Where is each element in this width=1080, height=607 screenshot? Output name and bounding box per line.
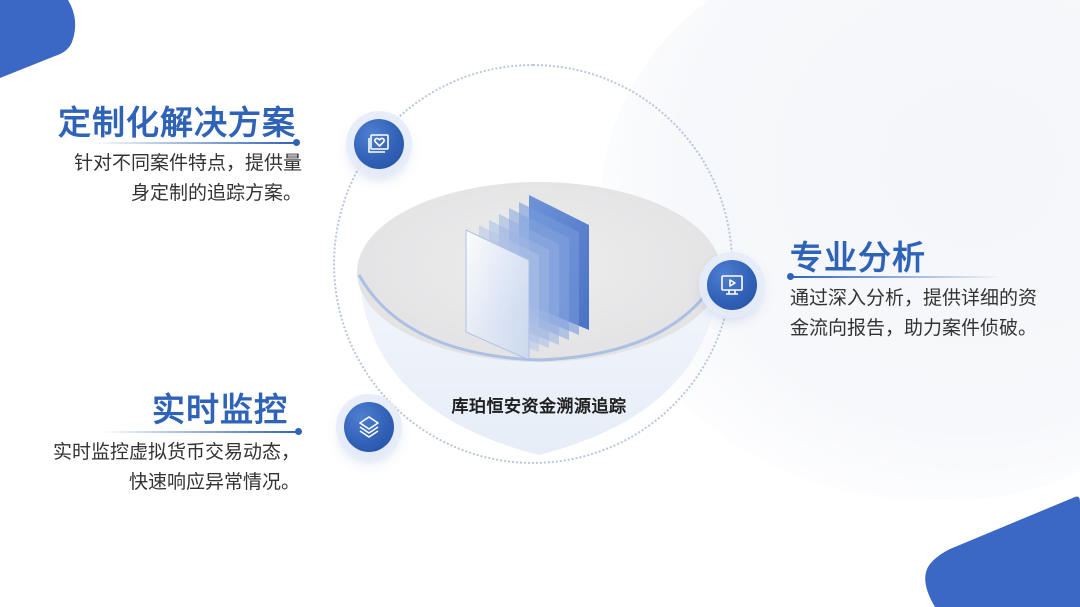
- monitoring-badge: [344, 402, 394, 452]
- feature-divider: [90, 142, 296, 144]
- description-line: 金流向报告，助力案件侦破。: [790, 317, 1038, 339]
- description-line: 快速响应异常情况。: [128, 471, 300, 493]
- feature-divider-dot: [293, 139, 300, 146]
- center-platform-illustration: [357, 182, 721, 455]
- feature-divider-dot: [787, 273, 794, 280]
- analysis-badge: [707, 260, 757, 310]
- feature-title-professional-analysis: 专业分析: [790, 238, 926, 277]
- monitor-play-icon: [721, 275, 743, 295]
- feature-title-customized-solution: 定制化解决方案: [58, 103, 296, 142]
- corner-shape-bottom-right: [925, 496, 1080, 607]
- feature-divider: [100, 431, 298, 433]
- heart-image-icon: [368, 134, 389, 153]
- feature-divider-dot: [295, 428, 302, 435]
- feature-title-realtime-monitoring: 实时监控: [152, 390, 288, 429]
- layers-icon: [359, 416, 379, 438]
- feature-description-customized-solution: 针对不同案件特点，提供量 身定制的追踪方案。: [52, 148, 302, 208]
- description-line: 针对不同案件特点，提供量: [73, 152, 302, 174]
- center-label: 库珀恒安资金溯源追踪: [451, 397, 627, 417]
- description-line: 身定制的追踪方案。: [130, 182, 302, 204]
- description-line: 通过深入分析，提供详细的资: [790, 287, 1038, 309]
- feature-divider: [792, 276, 1002, 278]
- feature-description-professional-analysis: 通过深入分析，提供详细的资 金流向报告，助力案件侦破。: [790, 283, 1070, 343]
- corner-shape-top-left: [0, 0, 76, 78]
- feature-description-realtime-monitoring: 实时监控虚拟货币交易动态， 快速响应异常情况。: [30, 437, 300, 497]
- customize-badge: [354, 119, 404, 169]
- description-line: 实时监控虚拟货币交易动态，: [52, 441, 300, 463]
